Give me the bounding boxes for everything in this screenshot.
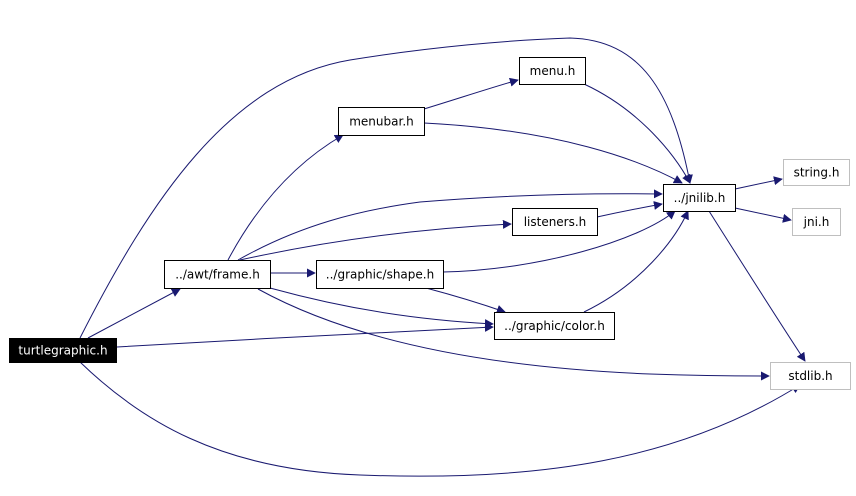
node-shape[interactable]: ../graphic/shape.h [316,260,444,289]
edge-turtlegraphic-to-frame [87,288,181,339]
node-menu[interactable]: menu.h [519,57,586,85]
edge-frame-to-menubar [227,134,344,261]
node-box [663,184,736,212]
node-box [316,260,444,289]
node-label: menubar.h [349,115,414,129]
node-label: ../graphic/shape.h [326,268,434,282]
edge-frame-to-jnilib [237,189,663,261]
edge-menu-to-jnilib [583,83,691,184]
node-string[interactable]: string.h [783,159,850,186]
node-jni[interactable]: jni.h [792,208,841,236]
edges-layer [79,37,806,477]
edge-shape-to-color [425,287,506,314]
node-stdlib[interactable]: stdlib.h [770,362,851,390]
node-turtlegraphic: turtlegraphic.h [9,338,117,363]
edge-turtlegraphic-to-jnilib [79,37,693,339]
edge-frame-to-listeners [239,219,512,261]
node-box [512,208,598,236]
edge-color-to-jnilib [583,210,689,313]
node-box [792,208,841,236]
node-box [783,159,850,186]
node-label: ../awt/frame.h [175,268,260,282]
nodes-layer: turtlegraphic.h ../awt/frame.h menubar.h me… [9,57,851,390]
edge-jnilib-to-jni [734,207,792,223]
edge-shape-to-jnilib [442,210,676,273]
node-label: stdlib.h [788,369,832,383]
edge-menubar-to-jnilib [423,122,683,184]
node-label: string.h [794,166,840,180]
node-label: ../jnilib.h [674,191,726,205]
node-label: turtlegraphic.h [18,344,107,358]
node-label: listeners.h [524,215,587,229]
node-box [770,362,851,390]
node-color[interactable]: ../graphic/color.h [494,312,615,340]
node-frame[interactable]: ../awt/frame.h [164,260,271,289]
edge-turtlegraphic-to-stdlib [79,361,801,477]
node-box [164,260,271,289]
edge-frame-to-color [269,287,494,329]
node-label: ../graphic/color.h [504,319,605,333]
edge-listeners-to-jnilib [596,201,663,218]
node-box [494,312,615,340]
node-box [338,107,425,136]
edge-jnilib-to-stdlib [708,210,806,362]
edge-turtlegraphic-to-color [116,322,494,348]
node-jnilib[interactable]: ../jnilib.h [663,184,736,212]
edge-frame-to-stdlib [257,288,770,381]
node-box [519,57,586,85]
edge-menubar-to-menu [423,77,519,110]
edge-jnilib-to-string [734,176,783,190]
node-label: jni.h [803,215,830,229]
node-menubar[interactable]: menubar.h [338,107,425,136]
node-listeners[interactable]: listeners.h [512,208,598,236]
node-label: menu.h [530,64,576,78]
node-box [9,338,117,363]
